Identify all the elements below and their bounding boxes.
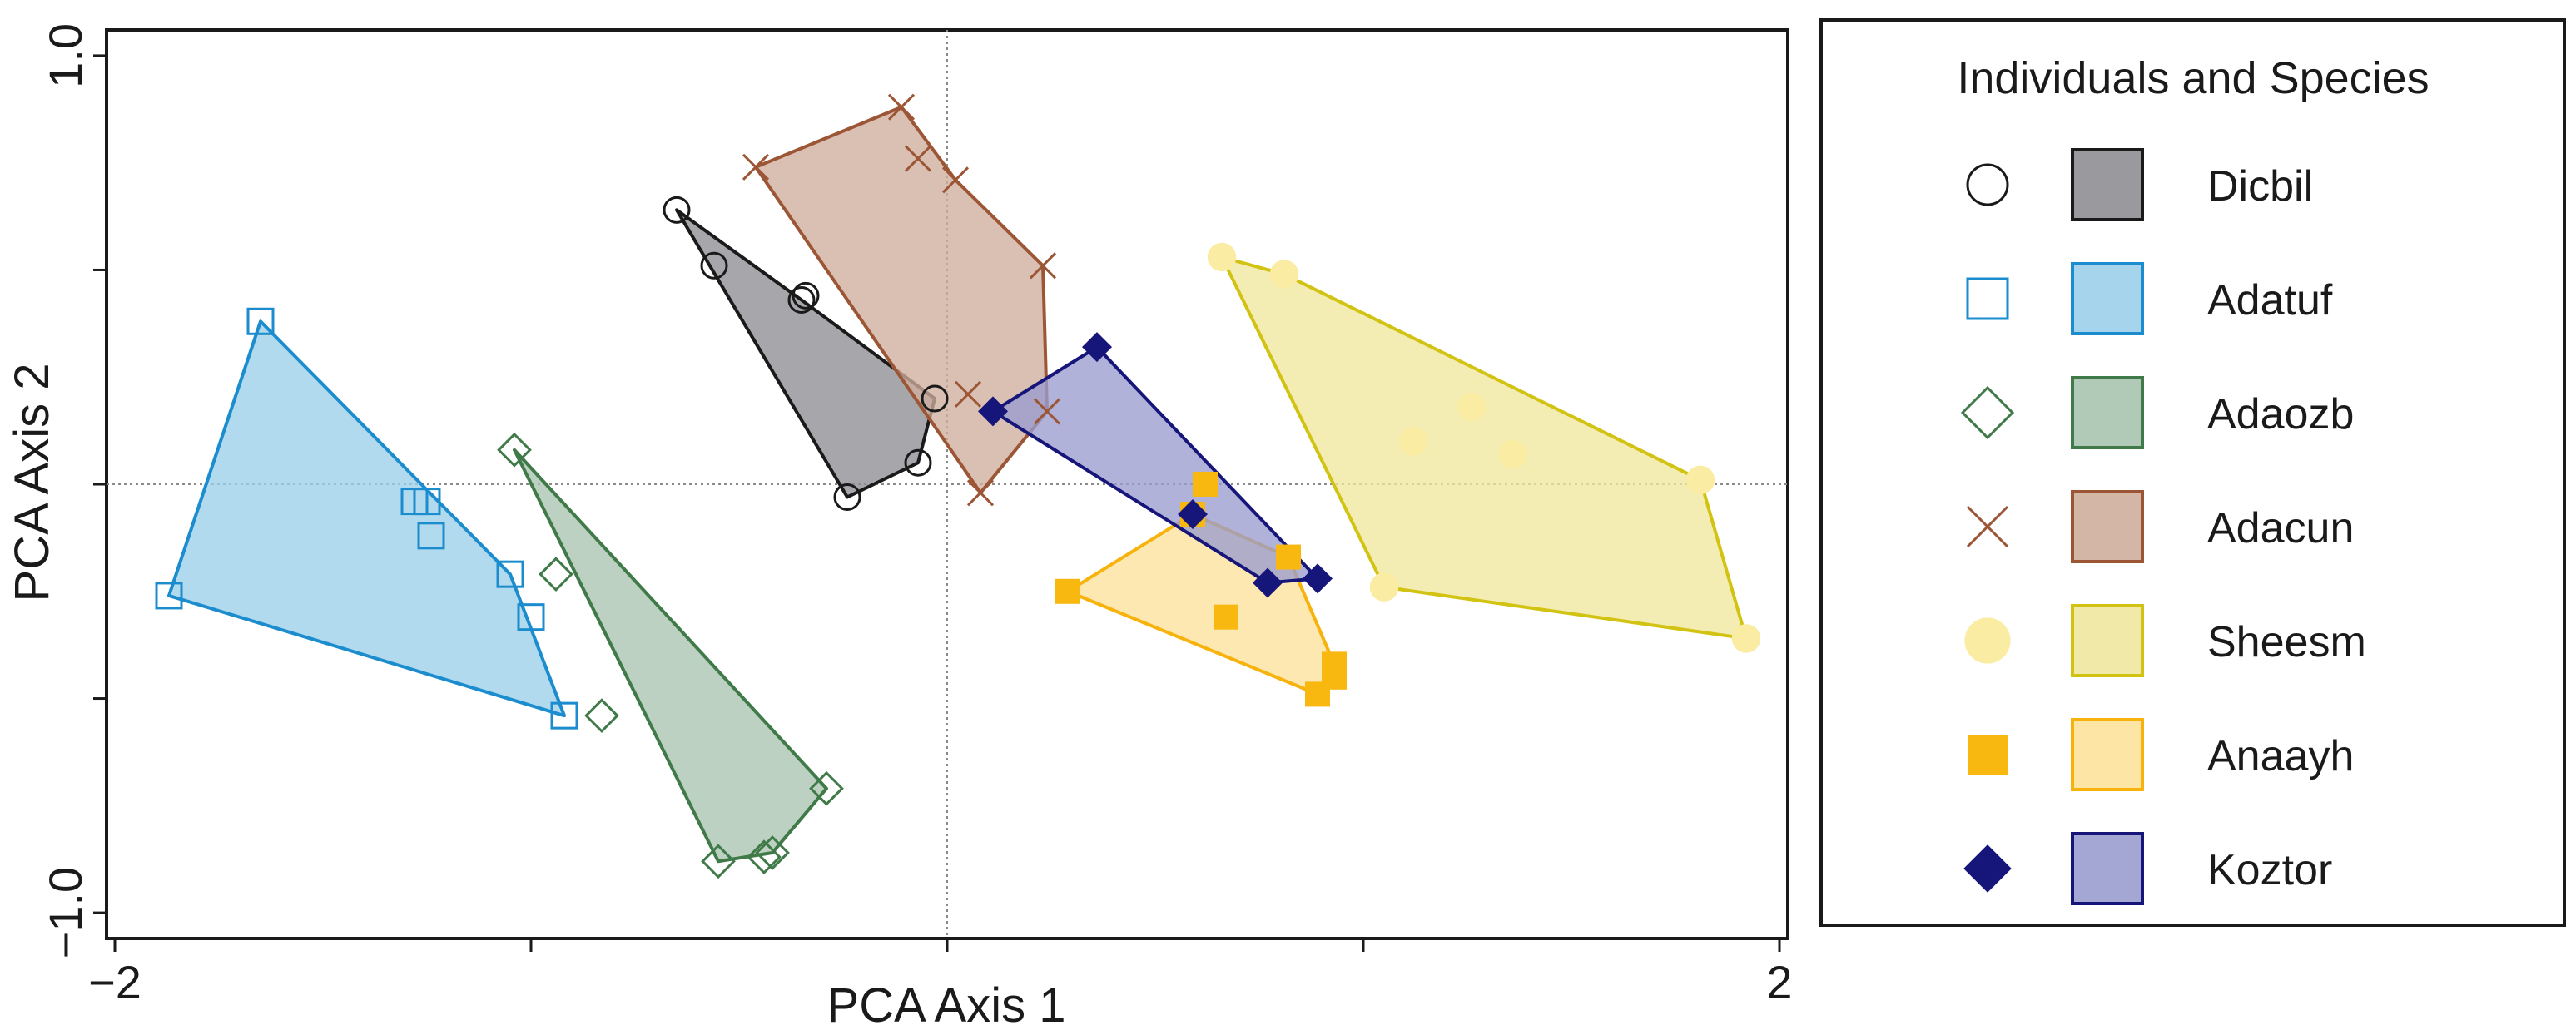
legend-swatch bbox=[2071, 148, 2144, 221]
data-point bbox=[809, 770, 844, 806]
data-point bbox=[1029, 252, 1057, 280]
legend-item-adacun: Adacun bbox=[1966, 490, 2354, 563]
data-point bbox=[584, 698, 619, 734]
data-point bbox=[792, 281, 820, 310]
data-point bbox=[904, 448, 932, 477]
series-adaozb bbox=[513, 448, 828, 864]
y-axis-label: PCA Axis 2 bbox=[5, 364, 59, 602]
data-point bbox=[978, 396, 1008, 427]
legend-swatch bbox=[2071, 604, 2144, 677]
data-point bbox=[1253, 567, 1283, 598]
data-point bbox=[517, 603, 545, 631]
data-point bbox=[497, 432, 532, 468]
points-adacun bbox=[742, 93, 1061, 507]
plot-area bbox=[105, 28, 1789, 940]
hull-adaozb bbox=[513, 448, 828, 864]
y-tick-label: 1.0 bbox=[39, 23, 92, 88]
legend-label: Koztor bbox=[2207, 846, 2332, 894]
data-point bbox=[954, 380, 982, 408]
x-axis-label: PCA Axis 1 bbox=[827, 978, 1066, 1033]
legend-label: Sheesm bbox=[2207, 618, 2366, 666]
data-point bbox=[663, 196, 691, 224]
legend-marker bbox=[1968, 735, 2008, 775]
data-point bbox=[787, 286, 816, 314]
data-point bbox=[1303, 563, 1333, 594]
data-point bbox=[1369, 572, 1399, 602]
legend-label: Dicbil bbox=[2207, 162, 2313, 210]
legend-title: Individuals and Species bbox=[1957, 53, 2429, 103]
data-point bbox=[1207, 242, 1237, 272]
x-tick-label: 2 bbox=[1766, 956, 1792, 1008]
data-point bbox=[755, 835, 790, 870]
legend-swatch bbox=[2071, 262, 2144, 335]
data-point bbox=[1269, 260, 1299, 289]
legend-marker bbox=[1966, 277, 2009, 320]
data-point bbox=[1398, 427, 1428, 456]
points-anaayh bbox=[1055, 472, 1347, 707]
legend-label: Adacun bbox=[2207, 504, 2354, 552]
data-point bbox=[700, 251, 728, 280]
legend-marker bbox=[1964, 617, 2011, 664]
legend-marker bbox=[1960, 385, 2015, 440]
points-adatuf bbox=[155, 307, 578, 730]
legend-item-adaozb: Adaozb bbox=[1960, 376, 2354, 449]
legend-frame bbox=[1819, 18, 2566, 927]
data-point bbox=[413, 488, 441, 516]
legend-marker bbox=[1966, 163, 2009, 206]
legend-swatch bbox=[2071, 490, 2144, 563]
legend-label: Adaozb bbox=[2207, 390, 2354, 438]
x-tick-label: −2 bbox=[88, 956, 141, 1008]
legend-item-sheesm: Sheesm bbox=[1964, 604, 2366, 677]
legend-item-adatuf: Adatuf bbox=[1966, 262, 2333, 335]
data-point bbox=[550, 701, 578, 730]
data-point bbox=[1214, 604, 1238, 630]
data-point bbox=[496, 560, 524, 588]
axes: −2 2 −1.0 1.0 bbox=[39, 23, 1793, 1008]
data-point bbox=[1033, 398, 1061, 425]
data-point bbox=[1457, 393, 1487, 422]
legend-label: Adatuf bbox=[2207, 276, 2333, 324]
data-point bbox=[1055, 578, 1080, 604]
data-point bbox=[1178, 499, 1208, 530]
data-point bbox=[941, 166, 970, 194]
data-point bbox=[1685, 465, 1715, 495]
legend-item-koztor: Koztor bbox=[1963, 832, 2332, 905]
legend-swatch bbox=[2071, 376, 2144, 449]
data-point bbox=[904, 145, 932, 172]
data-point bbox=[539, 557, 573, 592]
series-dicbil bbox=[675, 208, 936, 499]
legend-marker bbox=[1966, 505, 2009, 548]
data-point bbox=[833, 483, 861, 511]
legend-swatch bbox=[2071, 718, 2144, 791]
data-point bbox=[155, 582, 183, 610]
legend-item-anaayh: Anaayh bbox=[1968, 718, 2354, 791]
data-point bbox=[1498, 439, 1528, 469]
data-point bbox=[246, 307, 275, 335]
data-point bbox=[742, 153, 770, 181]
points-dicbil bbox=[663, 196, 949, 511]
data-point bbox=[921, 384, 949, 413]
data-point bbox=[701, 844, 736, 879]
data-point bbox=[417, 522, 445, 550]
hull-dicbil bbox=[675, 208, 936, 499]
legend-swatch bbox=[2071, 832, 2144, 905]
data-point bbox=[1193, 472, 1218, 497]
data-point bbox=[1731, 624, 1761, 653]
points-adaozb bbox=[497, 432, 844, 879]
legend-marker bbox=[1963, 844, 2012, 893]
data-point bbox=[887, 93, 916, 121]
data-point bbox=[1082, 332, 1112, 363]
legend-item-dicbil: Dicbil bbox=[1966, 148, 2313, 221]
legend-label: Anaayh bbox=[2207, 732, 2354, 780]
legend: Individuals and Species DicbilAdatufAdao… bbox=[1819, 18, 2566, 927]
y-tick-label: −1.0 bbox=[39, 867, 92, 959]
data-point bbox=[1305, 681, 1330, 707]
points-koztor bbox=[978, 332, 1333, 598]
data-point bbox=[1276, 544, 1301, 570]
data-point bbox=[966, 479, 995, 507]
points-sheesm bbox=[1207, 242, 1761, 653]
data-point bbox=[747, 839, 782, 875]
